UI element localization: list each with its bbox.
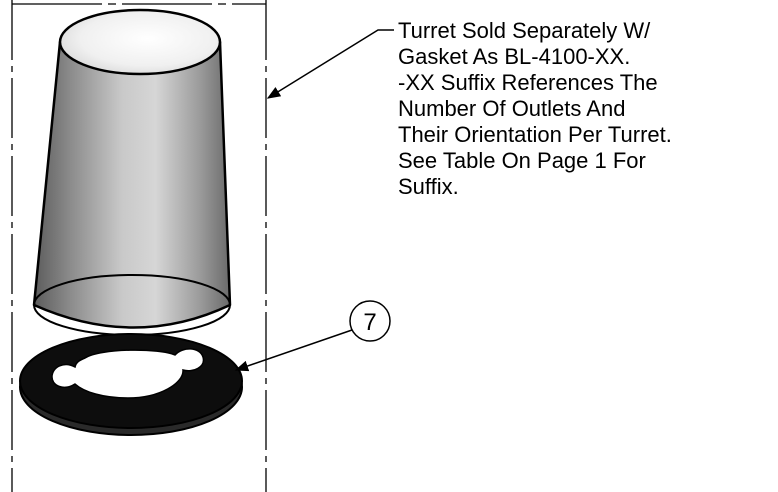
item-balloon-label: 7 [363,309,376,336]
note-line: Their Orientation Per Turret. [398,122,672,147]
turret-note: Turret Sold Separately W/ Gasket As BL-4… [398,18,672,199]
note-line: See Table On Page 1 For [398,148,646,173]
gasket-opening [51,348,205,399]
note-leader-line [266,29,394,99]
note-line: Number Of Outlets And [398,96,625,121]
note-line: Turret Sold Separately W/ [398,18,651,43]
note-line: -XX Suffix References The [398,70,658,95]
item-balloon [349,300,391,342]
balloon-leader-line [234,329,353,372]
turret-body [32,40,232,329]
note-line: Gasket As BL-4100-XX. [398,44,630,69]
turret-top [58,8,222,76]
note-line: Suffix. [398,174,459,199]
